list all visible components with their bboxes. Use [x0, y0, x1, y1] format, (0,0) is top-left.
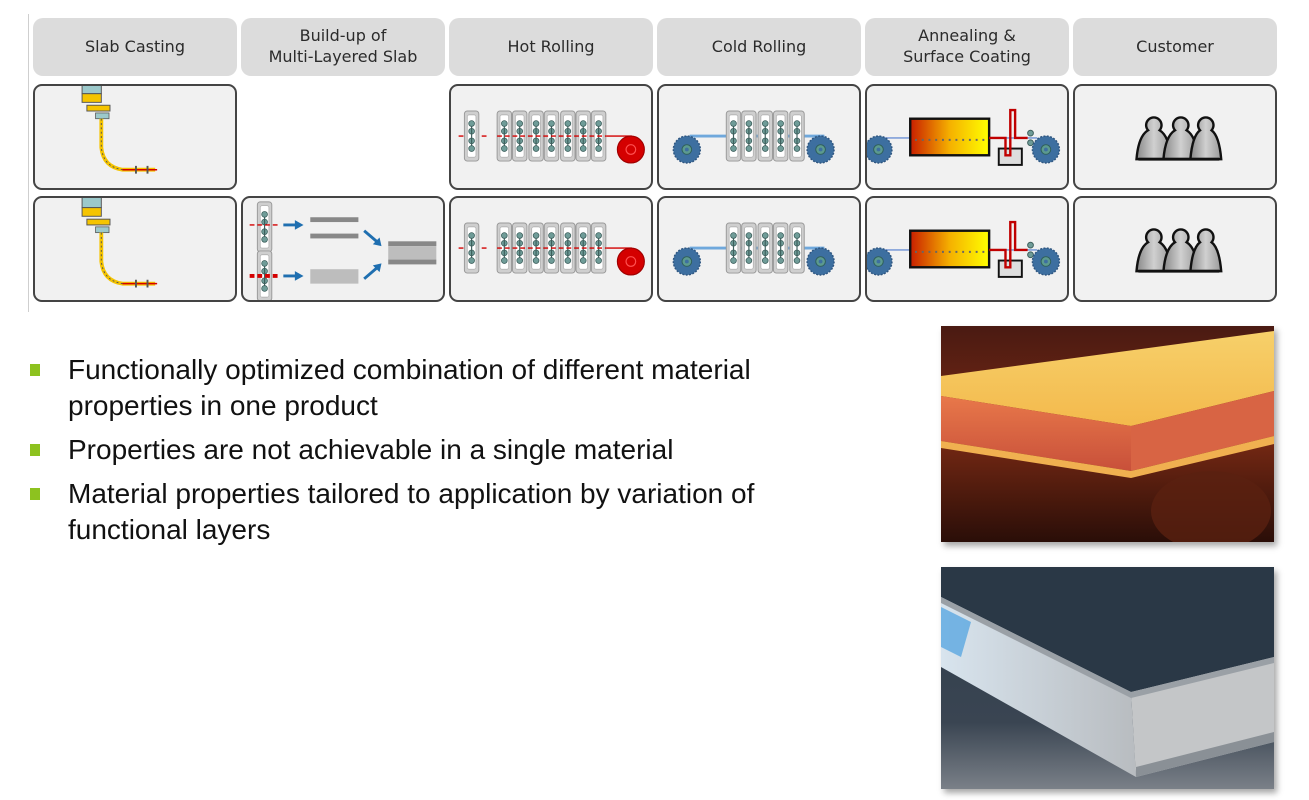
- hot-slab-photo: [941, 326, 1274, 542]
- bullet-text: Functionally optimized combination of di…: [68, 354, 751, 421]
- step-header-annealing: Annealing & Surface Coating: [865, 18, 1069, 76]
- step-header-buildup: Build-up of Multi-Layered Slab: [241, 18, 445, 76]
- cell-cold-rolling-row1: [657, 84, 861, 190]
- bullet-item: Material properties tailored to applicat…: [30, 476, 790, 548]
- bullet-item: Functionally optimized combination of di…: [30, 352, 790, 424]
- bullet-marker: [30, 488, 40, 500]
- slab-casting-icon: [80, 86, 160, 176]
- customer-icon: [1135, 116, 1223, 161]
- bullet-marker: [30, 444, 40, 456]
- bullet-text: Properties are not achievable in a singl…: [68, 434, 674, 465]
- cell-customer-row2: [1073, 196, 1277, 302]
- cell-cold-rolling-row2: [657, 196, 861, 302]
- cold-rolling-icon: [659, 86, 859, 188]
- layer-buildup-icon: [249, 201, 437, 300]
- divider-line: [28, 14, 29, 312]
- step-header-cold-rolling: Cold Rolling: [657, 18, 861, 76]
- cell-hot-rolling-row1: [449, 84, 653, 190]
- slab-casting-icon: [80, 198, 160, 290]
- cell-buildup-row2: [241, 196, 445, 302]
- cell-slab-casting-row2: [33, 196, 237, 302]
- cell-annealing-row1: [865, 84, 1069, 190]
- cell-annealing-row2: [865, 196, 1069, 302]
- customer-icon: [1135, 228, 1223, 273]
- bullet-list: Functionally optimized combination of di…: [30, 352, 790, 556]
- bullet-marker: [30, 364, 40, 376]
- annealing-coating-icon: [867, 198, 1067, 300]
- layered-sheet-photo: [941, 567, 1274, 789]
- cell-customer-row1: [1073, 84, 1277, 190]
- cell-hot-rolling-row2: [449, 196, 653, 302]
- bullet-text: Material properties tailored to applicat…: [68, 478, 755, 545]
- hot-rolling-icon: [451, 86, 651, 188]
- hot-rolling-icon: [451, 198, 651, 300]
- step-header-hot-rolling: Hot Rolling: [449, 18, 653, 76]
- step-header-slab-casting: Slab Casting: [33, 18, 237, 76]
- annealing-coating-icon: [867, 86, 1067, 188]
- cold-rolling-icon: [659, 198, 859, 300]
- cell-slab-casting-row1: [33, 84, 237, 190]
- bullet-item: Properties are not achievable in a singl…: [30, 432, 790, 468]
- step-header-customer: Customer: [1073, 18, 1277, 76]
